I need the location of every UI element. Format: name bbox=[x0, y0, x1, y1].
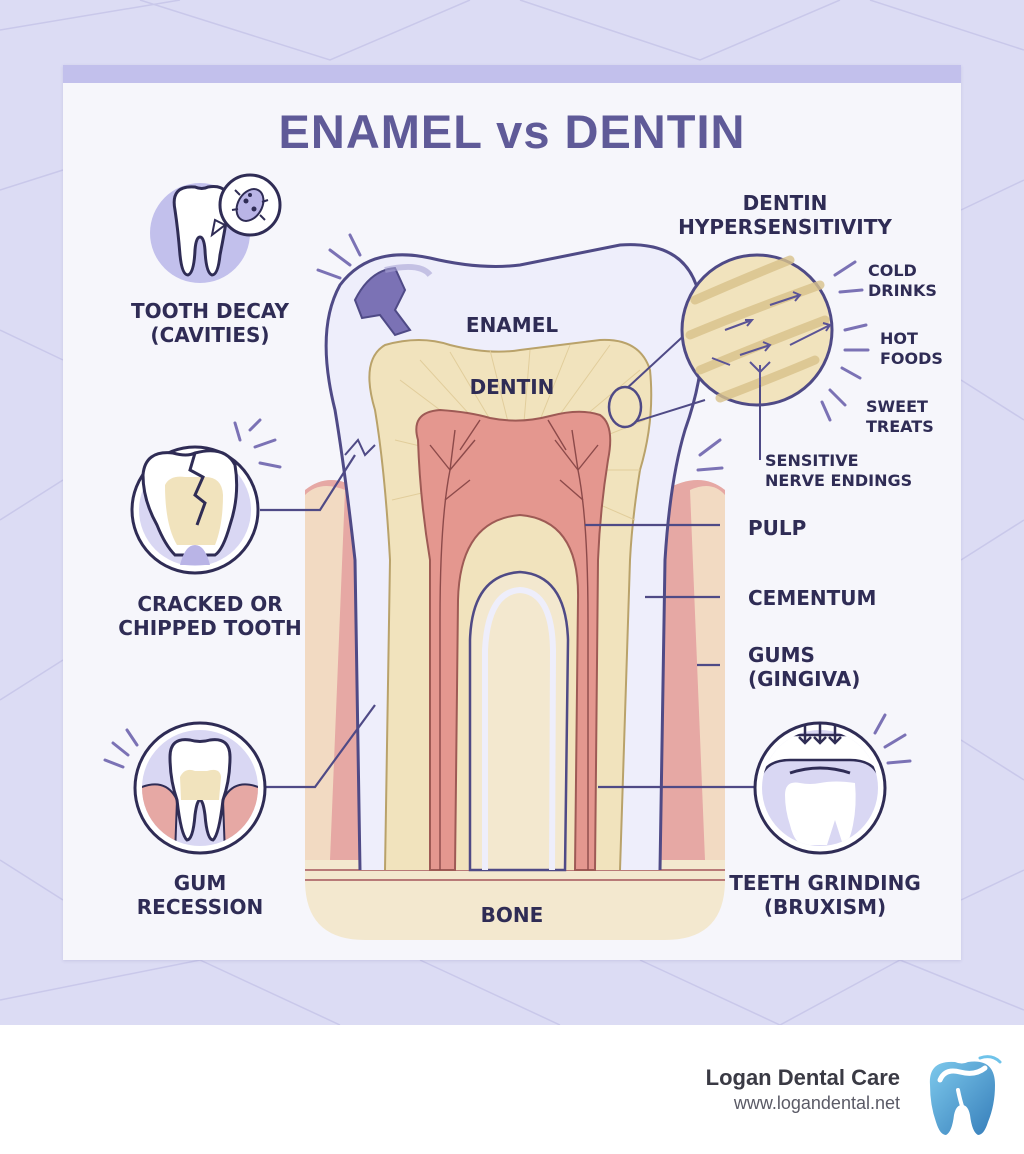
hot-foods-label: HOT FOODS bbox=[880, 329, 943, 368]
bacteria-icon bbox=[231, 188, 269, 222]
dentin-hypersensitivity-label: DENTIN HYPERSENSITIVITY bbox=[678, 191, 892, 239]
cracked-tooth-label: CRACKED OR CHIPPED TOOTH bbox=[118, 592, 302, 640]
cracked-tooth-icon bbox=[130, 418, 282, 575]
teeth-grinding-label: TEETH GRINDING (BRUXISM) bbox=[729, 871, 921, 919]
tooth-decay-label: TOOTH DECAY (CAVITIES) bbox=[131, 299, 289, 347]
tooth-decay-icon bbox=[150, 173, 282, 283]
cold-drinks-label: COLD DRINKS bbox=[868, 261, 937, 300]
brand-url[interactable]: www.logandental.net bbox=[733, 1093, 900, 1113]
bone-label: BONE bbox=[480, 903, 544, 927]
sensitive-nerve-endings-label: SENSITIVE NERVE ENDINGS bbox=[765, 451, 913, 490]
enamel-label: ENAMEL bbox=[465, 313, 559, 337]
dentin-label: DENTIN bbox=[469, 375, 555, 399]
page-title: ENAMEL vs DENTIN bbox=[278, 105, 746, 158]
gum-recession-label: GUM RECESSION bbox=[136, 871, 264, 919]
pulp-label: PULP bbox=[748, 516, 807, 540]
gums-label: GUMS (GINGIVA) bbox=[748, 643, 861, 691]
pulp-chamber bbox=[415, 408, 612, 871]
sweet-treats-label: SWEET TREATS bbox=[866, 397, 934, 436]
brand-block: Logan Dental Care www.logandental.net bbox=[640, 1065, 900, 1114]
tooth-logo-icon bbox=[929, 1055, 1002, 1135]
gum-recession-icon bbox=[103, 721, 267, 855]
grinding-tooth-icon bbox=[753, 713, 912, 855]
brand-name: Logan Dental Care bbox=[705, 1065, 900, 1090]
tooth-cross-section-diagram bbox=[260, 233, 870, 940]
cementum-label: CEMENTUM bbox=[748, 586, 877, 610]
